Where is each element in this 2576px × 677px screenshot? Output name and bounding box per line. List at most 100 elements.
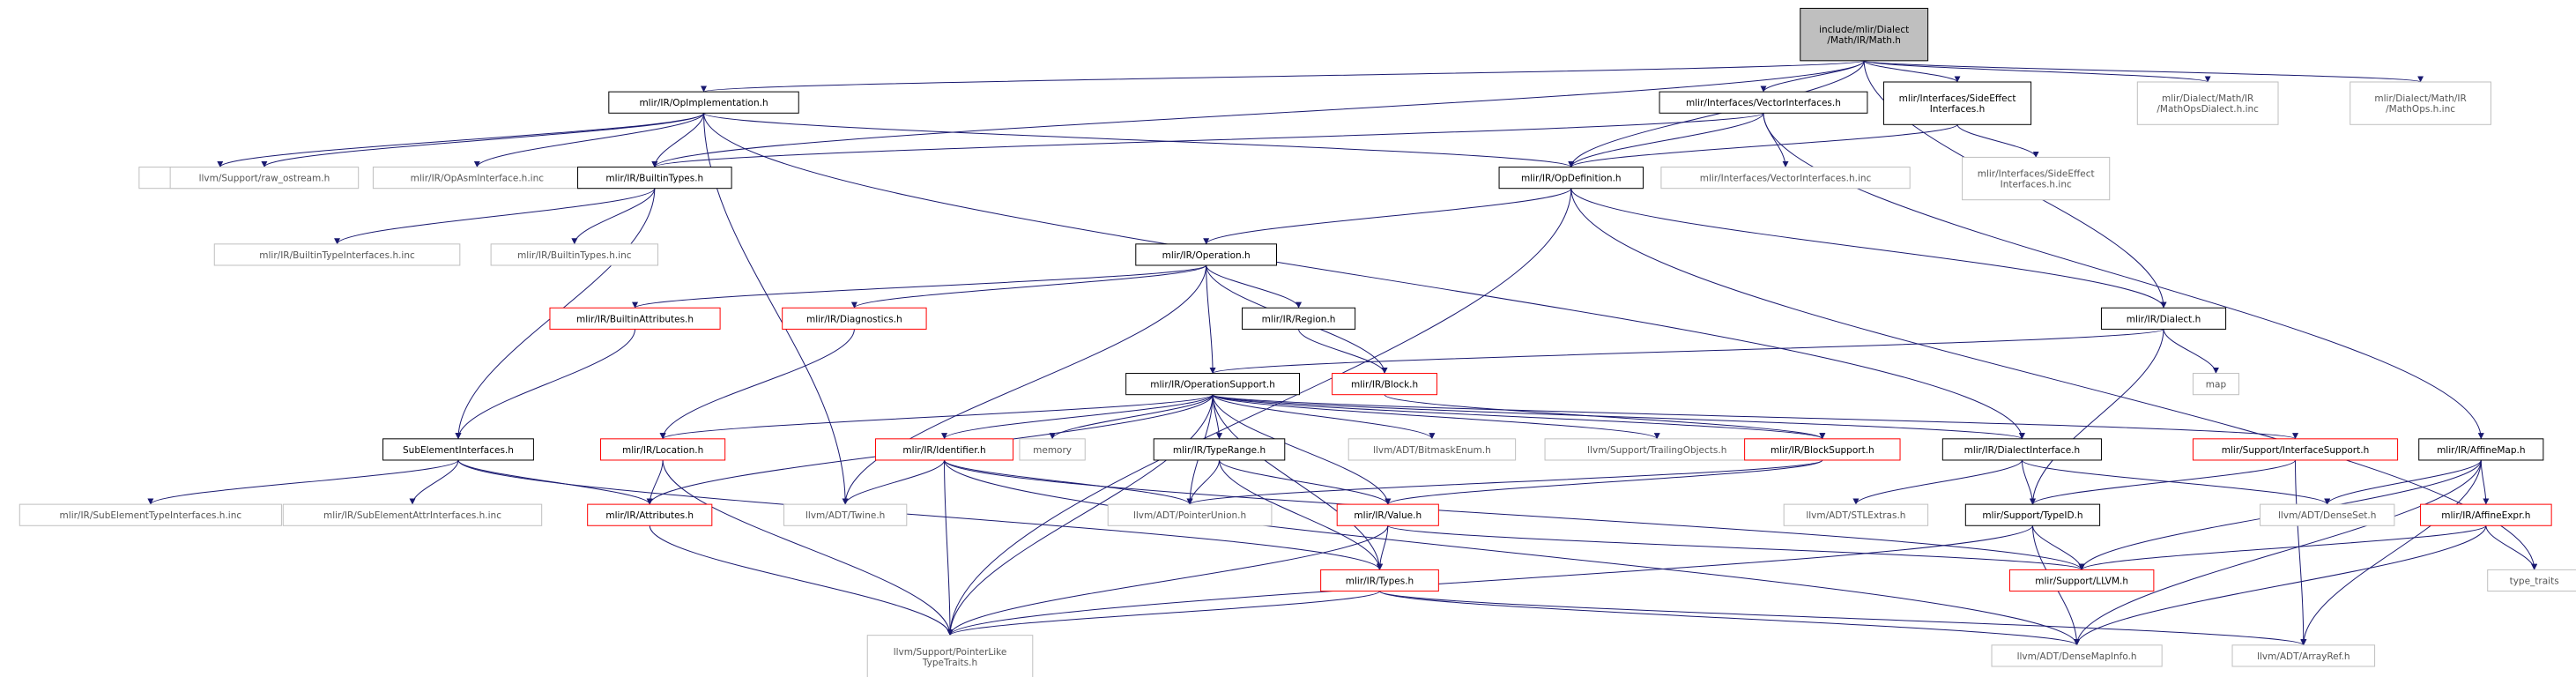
node-location[interactable]: mlir/IR/Location.h [600, 438, 726, 461]
node-box-trailing [1544, 438, 1770, 461]
edge-opsupport-to-memory [1049, 394, 1214, 440]
node-region[interactable]: mlir/IR/Region.h [1242, 307, 1356, 330]
edge-region-to-block [1298, 329, 1388, 374]
edge-opdef-to-dialect [1570, 188, 2167, 309]
node-subattrinc[interactable]: mlir/IR/SubElementAttrInterfaces.h.inc [282, 503, 543, 526]
edge-opsupport-to-ifsupport [1212, 394, 2298, 440]
node-typerange[interactable]: mlir/IR/TypeRange.h [1153, 438, 1286, 461]
node-densemapinfo[interactable]: llvm/ADT/DenseMapInfo.h [1991, 644, 2163, 667]
edge-operation-to-battr [632, 264, 1207, 309]
node-label-typerange-0: mlir/IR/TypeRange.h [1173, 445, 1266, 456]
node-dialectif[interactable]: mlir/IR/DialectInterface.h [1941, 438, 2102, 461]
node-mathopsinc[interactable]: mlir/Dialect/Math/IR/MathOps.h.inc [2350, 81, 2491, 125]
node-identifier[interactable]: mlir/IR/Identifier.h [875, 438, 1014, 461]
edge-identifier-to-ptrunion [944, 459, 1193, 505]
node-memory[interactable]: memory [1019, 438, 1086, 461]
node-box-denseset [2260, 503, 2395, 526]
node-map[interactable]: map [2192, 373, 2239, 396]
node-trailing[interactable]: llvm/Support/TrailingObjects.h [1544, 438, 1770, 461]
node-llvmh[interactable]: mlir/Support/LLVM.h [2008, 569, 2155, 592]
node-denseset[interactable]: llvm/ADT/DenseSet.h [2260, 503, 2395, 526]
node-battr[interactable]: mlir/IR/BuiltinAttributes.h [549, 307, 721, 330]
node-diag[interactable]: mlir/IR/Diagnostics.h [782, 307, 927, 330]
node-block[interactable]: mlir/IR/Block.h [1332, 373, 1437, 396]
node-label-sideifinc-1: Interfaces.h.inc [2001, 180, 2072, 190]
edge-sideif-to-opdef [1568, 123, 1958, 168]
edge-typerange-to-types [1219, 459, 1383, 570]
edge-opsupport-to-blocksupport [1212, 394, 1826, 440]
node-box-ifsupport [2192, 438, 2399, 461]
node-subtypeinc[interactable]: mlir/IR/SubElementTypeInterfaces.h.inc [19, 503, 282, 526]
node-label-trailing-0: llvm/Support/TrailingObjects.h [1587, 445, 1726, 456]
edge-root-to-opimpl [701, 60, 1865, 93]
node-opsupport[interactable]: mlir/IR/OperationSupport.h [1125, 373, 1300, 396]
node-opimpl[interactable]: mlir/IR/OpImplementation.h [608, 91, 799, 114]
edge-ifsupport-to-arrayref [2295, 459, 2307, 646]
node-box-stlextras [1783, 503, 1929, 526]
node-bitmask[interactable]: llvm/ADT/BitmaskEnum.h [1347, 438, 1517, 461]
node-stlextras[interactable]: llvm/ADT/STLExtras.h [1783, 503, 1929, 526]
node-operation[interactable]: mlir/IR/Operation.h [1135, 243, 1278, 266]
node-builtintypes[interactable]: mlir/IR/BuiltinTypes.h [577, 167, 732, 190]
node-label-mathopsinc-1: /MathOps.h.inc [2386, 104, 2455, 115]
edge-sideif-to-sideifinc [1956, 124, 2039, 158]
edge-affinemap-to-denseset [2324, 459, 2482, 505]
edge-vecif-to-builtintypes [651, 112, 1764, 167]
node-affineexpr[interactable]: mlir/IR/AffineExpr.h [2420, 503, 2552, 526]
node-value[interactable]: mlir/IR/Value.h [1336, 503, 1439, 526]
node-ptrunion[interactable]: llvm/ADT/PointerUnion.h [1107, 503, 1273, 526]
edge-root-to-sideif [1863, 60, 1961, 83]
node-box-subelem [382, 438, 534, 461]
node-label-mathdialinc-0: mlir/Dialect/Math/IR [2162, 93, 2253, 104]
node-box-typerange [1153, 438, 1286, 461]
node-label-mathopsinc-0: mlir/Dialect/Math/IR [2374, 93, 2466, 104]
node-subelem[interactable]: SubElementInterfaces.h [382, 438, 534, 461]
edge-typeid-to-llvmh [2031, 525, 2085, 570]
node-label-opasm-0: mlir/IR/OpAsmInterface.h.inc [411, 174, 545, 184]
node-vecif[interactable]: mlir/Interfaces/VectorInterfaces.h [1659, 91, 1868, 114]
edge-affinemap-to-affineexpr [2480, 459, 2490, 505]
node-rawos[interactable]: llvm/Support/raw_ostream.h [169, 167, 360, 190]
node-opasm[interactable]: mlir/IR/OpAsmInterface.h.inc [372, 167, 582, 190]
node-affinemap[interactable]: mlir/IR/AffineMap.h [2418, 438, 2544, 461]
node-dialect[interactable]: mlir/IR/Dialect.h [2100, 307, 2227, 330]
node-label-arrayref-0: llvm/ADT/ArrayRef.h [2257, 651, 2350, 662]
node-box-affineexpr [2420, 503, 2552, 526]
node-sideifinc[interactable]: mlir/Interfaces/SideEffectInterfaces.h.i… [1962, 156, 2111, 201]
node-root[interactable]: include/mlir/Dialect/Math/IR/Math.h [1800, 7, 1929, 62]
node-box-memory [1019, 438, 1086, 461]
node-vecifinc[interactable]: mlir/Interfaces/VectorInterfaces.h.inc [1660, 167, 1911, 190]
edge-identifier-to-twine [842, 459, 946, 505]
node-typeid[interactable]: mlir/Support/TypeID.h [1964, 503, 2101, 526]
node-box-subattrinc [282, 503, 543, 526]
node-label-blocksupport-0: mlir/IR/BlockSupport.h [1771, 445, 1874, 456]
node-box-mathopsinc [2350, 81, 2491, 125]
node-types[interactable]: mlir/IR/Types.h [1320, 569, 1439, 592]
node-label-types-0: mlir/IR/Types.h [1346, 576, 1414, 586]
edge-opdef-to-ptrlike [947, 188, 1572, 636]
node-box-types [1320, 569, 1439, 592]
node-blocksupport[interactable]: mlir/IR/BlockSupport.h [1744, 438, 1901, 461]
node-btifinc[interactable]: mlir/IR/BuiltinTypeInterfaces.h.inc [213, 243, 461, 266]
node-twine[interactable]: llvm/ADT/Twine.h [783, 503, 908, 526]
node-btinc[interactable]: mlir/IR/BuiltinTypes.h.inc [490, 243, 659, 266]
edge-blocksupport-to-ptrunion [1186, 459, 1823, 505]
node-box-block [1332, 373, 1437, 396]
node-arrayref[interactable]: llvm/ADT/ArrayRef.h [2231, 644, 2376, 667]
node-mathdialinc[interactable]: mlir/Dialect/Math/IR/MathOpsDialect.h.in… [2136, 81, 2279, 125]
node-box-vecif [1659, 91, 1868, 114]
edge-builtintypes-to-btinc [571, 188, 656, 245]
node-label-mathdialinc-1: /MathOpsDialect.h.inc [2157, 104, 2259, 115]
node-typetraits[interactable]: type_traits [2487, 569, 2576, 592]
node-label-ptrlike-0: llvm/Support/PointerLike [894, 647, 1007, 658]
node-box-typetraits [2487, 569, 2576, 592]
node-box-ptrlike [866, 635, 1034, 677]
node-opdef[interactable]: mlir/IR/OpDefinition.h [1498, 167, 1644, 190]
node-box-attributes [587, 503, 713, 526]
edge-operation-to-region [1206, 264, 1303, 309]
node-attributes[interactable]: mlir/IR/Attributes.h [587, 503, 713, 526]
node-ifsupport[interactable]: mlir/Support/InterfaceSupport.h [2192, 438, 2399, 461]
